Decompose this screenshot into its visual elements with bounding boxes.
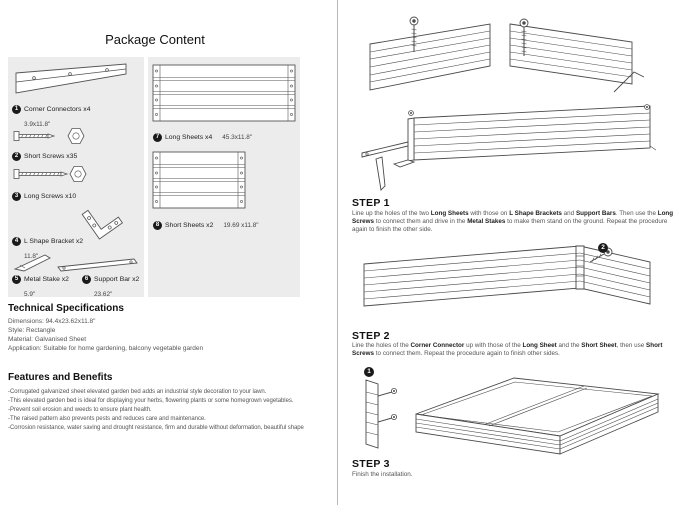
- feature-line: -Prevent soil erosion and weeds to ensur…: [8, 407, 152, 413]
- corner-connector-drawing: [15, 63, 127, 94]
- part-3-label: Long Screws x10: [24, 193, 77, 201]
- part-1-label: Corner Connectors x4: [24, 106, 91, 114]
- features-heading: Features and Benefits: [8, 372, 113, 383]
- part-8-dimension: 19.69 x11.8": [223, 222, 259, 230]
- part-8-label: Short Sheets x2: [165, 222, 214, 230]
- step3-finished-bed-illustration: [365, 377, 660, 455]
- part-7-dimension: 45.3x11.8": [222, 134, 253, 142]
- part-5-dimension: 5.9": [24, 290, 36, 298]
- spec-material: Material: Galvanised Sheet: [8, 336, 87, 343]
- column-divider: [337, 0, 338, 505]
- part-5-badge: 5: [12, 275, 21, 285]
- part-7-label: Long Sheets x4: [165, 134, 213, 142]
- long-screw-icon: [519, 18, 529, 56]
- part-6-badge: 6: [82, 275, 91, 285]
- feature-line: -Corrosion resistance, water saving and …: [8, 425, 304, 431]
- part-6-label: Support Bar x2: [94, 276, 140, 284]
- l-shape-bracket-drawing: [81, 209, 124, 240]
- feature-line: -This elevated garden bed is ideal for d…: [8, 398, 294, 404]
- page-title: Package Content: [105, 32, 205, 47]
- part-7-badge: 7: [153, 133, 162, 143]
- long-sheet-drawing: [152, 64, 296, 122]
- step1-title: STEP 1: [352, 197, 390, 209]
- step2-instructions: Line the holes of the Corner Connector u…: [352, 342, 663, 357]
- part-1-badge: 1: [12, 105, 21, 115]
- step3-part-marker: 1: [364, 367, 374, 377]
- screw-head-icon: [408, 104, 650, 116]
- part-5-label: Metal Stake x2: [24, 276, 69, 284]
- part-6-dimension: 23.62": [94, 290, 113, 298]
- support-bar-drawing: [57, 258, 138, 272]
- part-4-badge: 4: [12, 237, 21, 247]
- part-1-dimension: 3.9x11.8": [24, 120, 51, 128]
- long-screw-icon: [409, 16, 419, 52]
- long-screw-drawing: [13, 166, 87, 182]
- step2-corner-illustration: [363, 245, 651, 307]
- short-screw-drawing: [13, 128, 85, 144]
- step1-sheets-and-screws-illustration: [369, 16, 645, 93]
- short-screw-icon: [377, 387, 398, 423]
- feature-line: -Corrugated galvanized sheet elevated ga…: [8, 389, 267, 395]
- step3-instructions: Finish the installation.: [352, 471, 413, 478]
- part-3-badge: 3: [12, 192, 21, 202]
- part-4-dimension: 11.8": [24, 252, 39, 260]
- short-sheet-drawing: [152, 151, 246, 209]
- spec-style: Style: Rectangle: [8, 327, 56, 334]
- step1-assembled-wall-illustration: [361, 104, 657, 191]
- part-8-badge: 8: [153, 221, 162, 231]
- step2-title: STEP 2: [352, 330, 390, 342]
- tech-specs-heading: Technical Specifications: [8, 303, 124, 314]
- part-2-label: Short Screws x35: [24, 153, 78, 161]
- spec-application: Application: Suitable for home gardening…: [8, 345, 204, 352]
- step2-part-marker: 2: [598, 243, 608, 253]
- step1-instructions: Line up the holes of the two Long Sheets…: [352, 210, 674, 233]
- part-2-badge: 2: [12, 152, 21, 162]
- metal-stake-drawing: [13, 254, 51, 272]
- part-4-label: L Shape Bracket x2: [24, 238, 84, 246]
- spec-dimensions: Dimensions: 94.4x23.62x11.8": [8, 318, 96, 325]
- feature-line: -The raised pattern also prevents pests …: [8, 416, 206, 422]
- step3-title: STEP 3: [352, 458, 390, 470]
